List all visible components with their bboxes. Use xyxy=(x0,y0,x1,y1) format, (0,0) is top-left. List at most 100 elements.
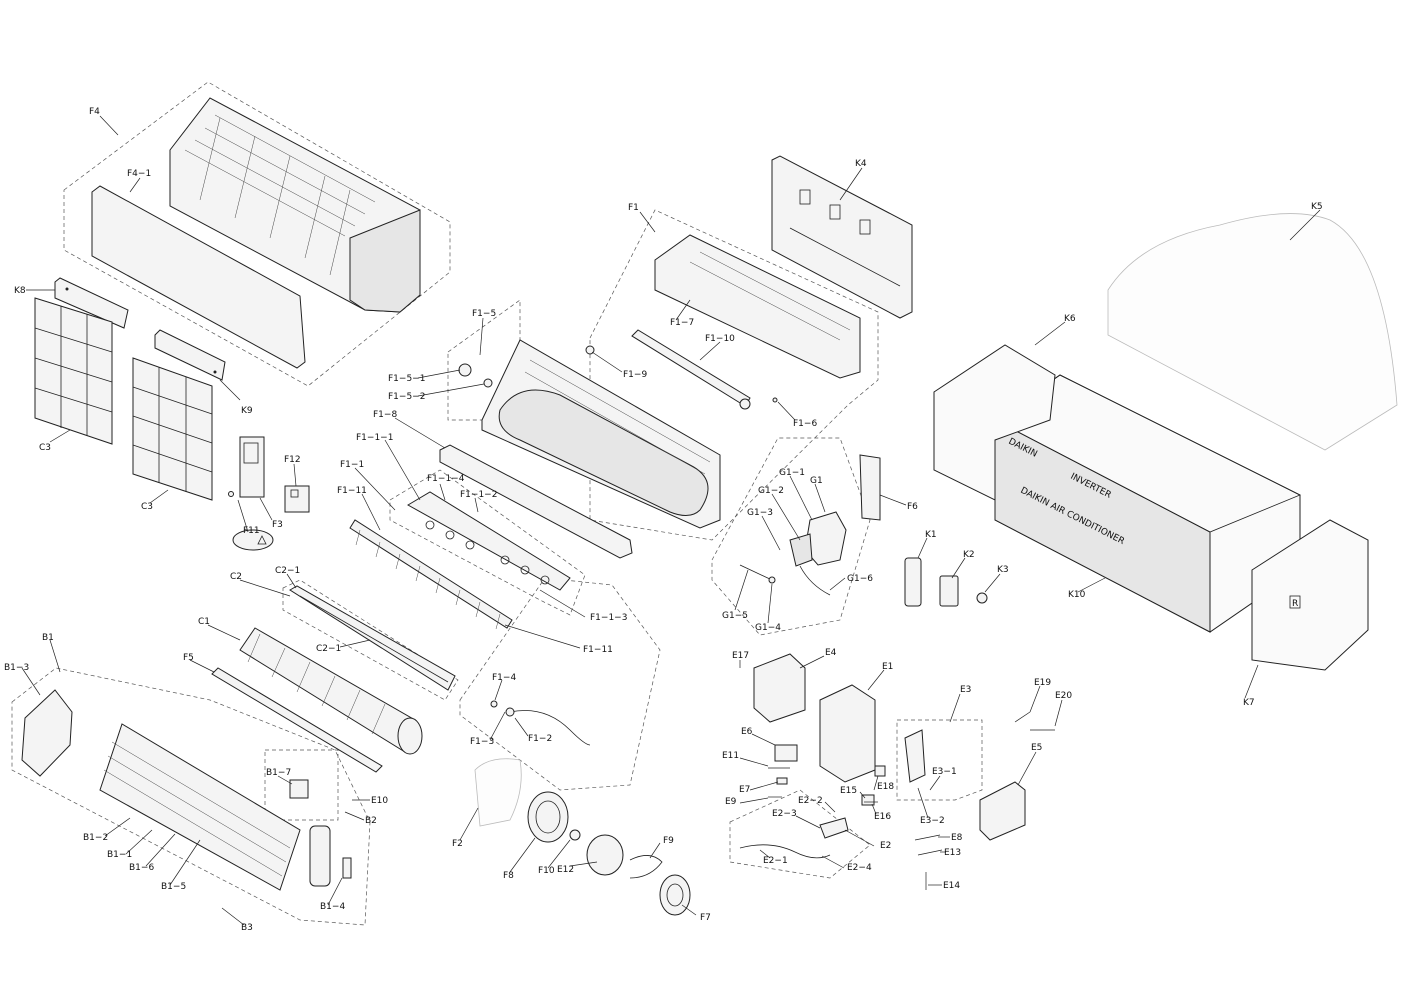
label-f1-1: F1−1 xyxy=(340,460,364,470)
label-f1-1-4: F1−1−4 xyxy=(427,474,465,484)
part-b1-4 xyxy=(342,857,352,879)
pcb-e3 xyxy=(904,729,926,783)
label-e4: E4 xyxy=(825,648,837,658)
label-c1: C1 xyxy=(198,617,210,627)
leader-lines xyxy=(21,115,1321,926)
label-k7: K7 xyxy=(1243,698,1255,708)
label-f9: F9 xyxy=(663,836,674,846)
label-f1-2: F1−2 xyxy=(528,734,552,744)
display-f3 xyxy=(239,436,265,498)
group-outlines xyxy=(11,81,983,926)
part-e8 xyxy=(914,834,941,841)
screw-f1-6 xyxy=(772,397,778,403)
cover-k5 xyxy=(1107,213,1398,451)
label-f1-11-b: F1−11 xyxy=(583,645,613,655)
battery-k3 xyxy=(976,592,988,604)
outline-c2 xyxy=(282,579,459,701)
part-e13 xyxy=(917,849,943,856)
label-f1-7: F1−7 xyxy=(670,318,694,328)
part-e18 xyxy=(874,765,886,777)
label-e7: E7 xyxy=(739,785,750,795)
terminal-e6 xyxy=(774,744,798,762)
label-e13: E13 xyxy=(944,848,961,858)
label-e1: E1 xyxy=(882,662,893,672)
air-filter-c3-right xyxy=(132,357,213,501)
k7-mark: R xyxy=(1292,599,1298,609)
label-k3: K3 xyxy=(997,565,1009,575)
label-f10: F10 xyxy=(538,866,555,876)
label-e3-2: E3−2 xyxy=(920,816,945,826)
harness-e2 xyxy=(739,817,849,859)
label-e8: E8 xyxy=(951,833,963,843)
outline-e2 xyxy=(729,789,871,879)
pcb-e5 xyxy=(979,781,1026,841)
label-e19: E19 xyxy=(1034,678,1051,688)
label-f1-3: F1−3 xyxy=(470,737,494,747)
remote-k1 xyxy=(904,557,922,607)
label-f12: F12 xyxy=(284,455,301,465)
label-b3: B3 xyxy=(241,923,253,933)
drain-pipe-f5 xyxy=(211,667,383,773)
holder-k2 xyxy=(939,575,959,607)
cover-f7 xyxy=(659,874,691,916)
part-e19 xyxy=(1014,711,1031,723)
label-g1-6: G1−6 xyxy=(847,574,873,584)
label-f8: F8 xyxy=(503,871,514,881)
bracket-f6 xyxy=(859,454,881,521)
label-e12: E12 xyxy=(557,865,574,875)
label-f1-11-a: F1−11 xyxy=(337,486,367,496)
filter-strip-k9 xyxy=(154,329,226,381)
label-f1-9: F1−9 xyxy=(623,370,647,380)
air-filter-c3-left xyxy=(34,297,113,445)
label-f3: F3 xyxy=(272,520,283,530)
label-e11: E11 xyxy=(722,751,739,761)
label-f11: F11 xyxy=(243,526,260,536)
label-e2-2: E2−2 xyxy=(798,796,823,806)
label-e18: E18 xyxy=(877,782,894,792)
label-f7: F7 xyxy=(700,913,711,923)
outline-e3 xyxy=(896,719,983,801)
bar-f1-8 xyxy=(439,444,633,559)
label-e20: E20 xyxy=(1055,691,1072,701)
label-b1-3: B1−3 xyxy=(4,663,29,673)
label-g1-4: G1−4 xyxy=(755,623,781,633)
front-grille-unit xyxy=(169,97,421,313)
carton-k10: DAIKIN AIR CONDITIONER INVERTER DAIKIN xyxy=(994,374,1301,633)
outline-f1-2-group xyxy=(459,577,661,791)
part-b1-7 xyxy=(289,779,309,799)
label-f4: F4 xyxy=(89,107,100,117)
label-c3-right: C3 xyxy=(141,502,153,512)
label-e2-3: E2−3 xyxy=(772,809,797,819)
label-c2-1-b: C2−1 xyxy=(316,644,341,654)
label-f1-10: F1−10 xyxy=(705,334,735,344)
label-f1-1-2: F1−1−2 xyxy=(460,490,497,500)
part-e15 xyxy=(861,794,875,806)
bearing-f1-5-1 xyxy=(458,363,472,377)
label-b1-7: B1−7 xyxy=(266,768,291,778)
outline-f1-5 xyxy=(447,299,521,421)
part-labels: F4 F4−1 K8 C3 C3 K9 F12 F3 F11 F1 F1−7 F… xyxy=(4,107,1323,933)
cushion-k6 xyxy=(933,344,1056,501)
mounting-plate-k4 xyxy=(771,155,913,319)
label-k8: K8 xyxy=(14,286,26,296)
side-plate-b1-3 xyxy=(21,689,73,777)
label-k9: K9 xyxy=(241,406,253,416)
label-f1-1-1: F1−1−1 xyxy=(356,433,393,443)
part-f10 xyxy=(569,829,581,841)
cushion-k7: R xyxy=(1251,519,1369,671)
pipe-f1-10 xyxy=(631,329,751,410)
label-e2-1: E2−1 xyxy=(763,856,788,866)
part-f1-4 xyxy=(490,700,498,708)
label-g1-5: G1−5 xyxy=(722,611,748,621)
outline-g1 xyxy=(711,437,871,636)
front-panel-f4-1 xyxy=(91,185,306,369)
label-e6: E6 xyxy=(741,727,753,737)
label-f2: F2 xyxy=(452,839,463,849)
drain-pan-f1-7 xyxy=(654,234,861,379)
label-f1-8: F1−8 xyxy=(373,410,397,420)
label-g1-2: G1−2 xyxy=(758,486,784,496)
control-box-e1 xyxy=(819,684,876,783)
label-c3-left: C3 xyxy=(39,443,51,453)
label-g1-1: G1−1 xyxy=(779,468,805,478)
